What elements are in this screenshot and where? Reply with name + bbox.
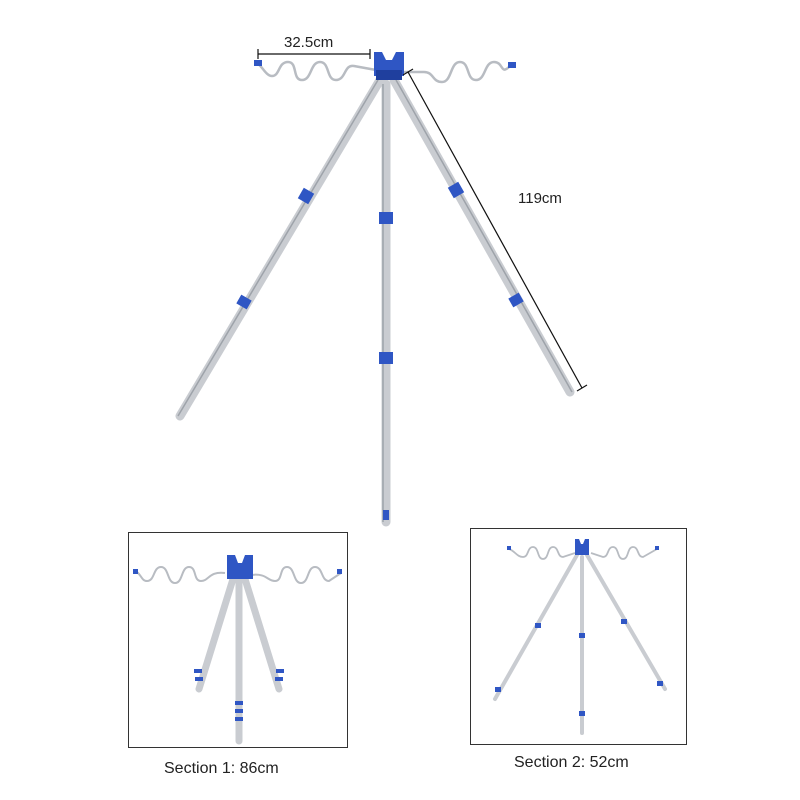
collar: [276, 669, 284, 673]
collar: [235, 717, 243, 721]
leg-left: [195, 575, 237, 693]
rod-rest-hooks-left: [508, 546, 576, 560]
tripod-head: [227, 555, 253, 579]
collar: [379, 212, 393, 224]
collar: [194, 669, 202, 673]
hook-cap-left: [133, 569, 138, 574]
collar: [657, 681, 663, 686]
collar: [535, 623, 541, 628]
leg-left-edge: [177, 79, 379, 417]
rod-rest-hooks-right: [590, 546, 658, 560]
leg-left: [175, 75, 385, 421]
leg-right-edge: [395, 79, 573, 393]
section-1-caption: Section 1: 86cm: [164, 760, 279, 777]
collar: [297, 187, 315, 205]
rod-rest-hooks-left: [257, 60, 377, 82]
tripod-head-base: [376, 70, 402, 80]
collar: [508, 292, 524, 308]
leg-tip: [383, 510, 389, 520]
collar: [447, 181, 465, 199]
tripod-section-1: [133, 555, 342, 745]
collar: [195, 677, 203, 681]
hook-cap-left: [254, 60, 262, 66]
collar: [236, 294, 252, 310]
section-2-caption: Section 2: 52cm: [514, 754, 629, 771]
collar: [621, 619, 627, 624]
length-dimension-tick: [576, 384, 588, 392]
section-2-panel: [470, 528, 687, 745]
rod-rest-hooks-right: [250, 565, 342, 585]
length-dimension-label: 119cm: [518, 190, 562, 207]
section-1-panel: [128, 532, 348, 748]
length-dimension-line: [407, 71, 583, 389]
hook-cap-left: [507, 546, 511, 550]
leg-right: [389, 75, 575, 397]
collar: [579, 711, 585, 716]
width-dimension-label: 32.5cm: [284, 34, 334, 51]
collar: [275, 677, 283, 681]
rod-rest-hooks-right: [402, 60, 511, 84]
collar: [235, 709, 243, 713]
rod-rest-hooks-left: [134, 565, 226, 585]
collar: [579, 633, 585, 638]
tripod-section-2: [493, 539, 667, 735]
hook-cap-right: [508, 62, 516, 68]
hook-cap-right: [655, 546, 659, 550]
collar: [495, 687, 501, 692]
hook-cap-right: [337, 569, 342, 574]
collar: [379, 352, 393, 364]
tripod-head: [575, 539, 589, 555]
leg-right: [241, 575, 283, 693]
length-dimension-tick: [402, 68, 414, 76]
collar: [235, 701, 243, 705]
